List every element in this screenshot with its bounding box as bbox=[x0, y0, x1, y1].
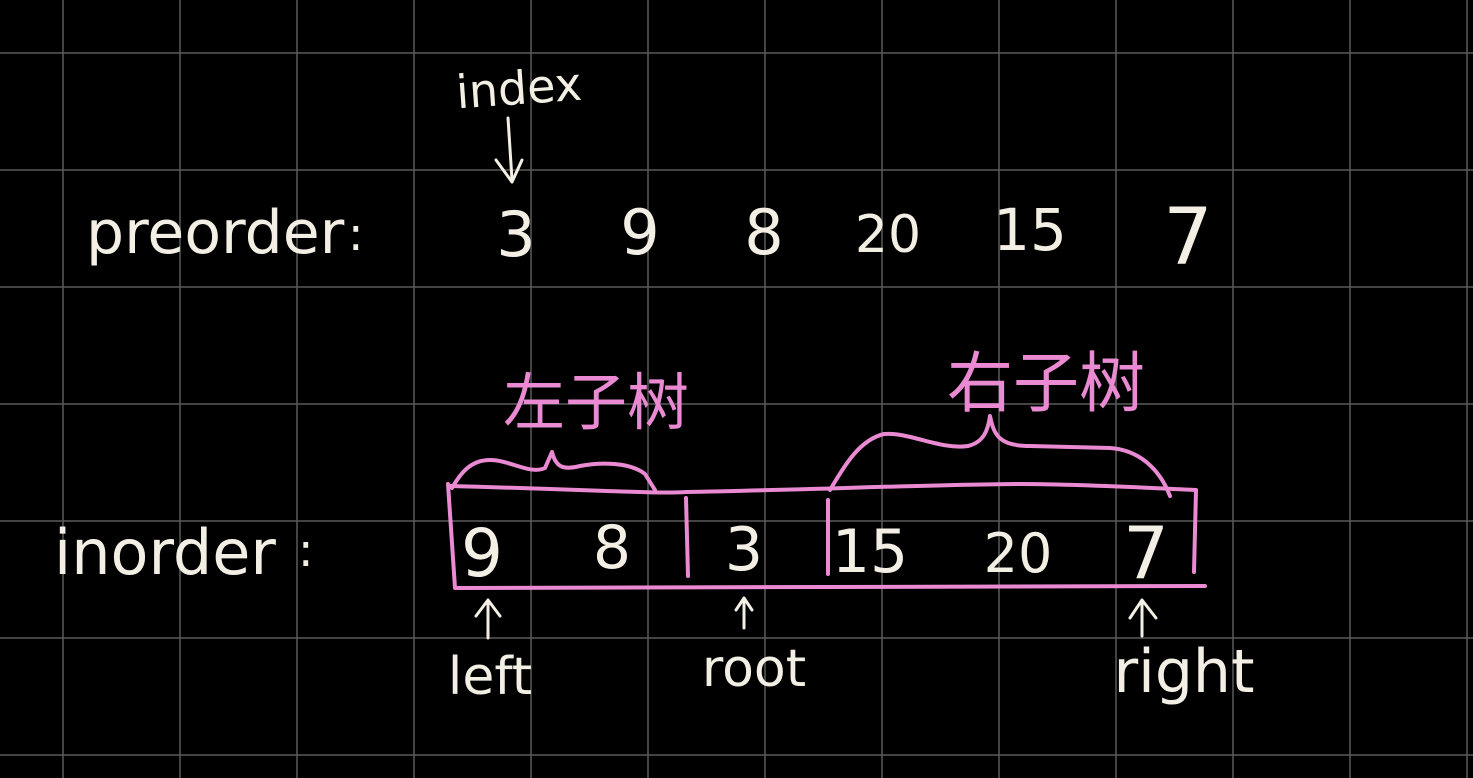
inorder-value: 9 bbox=[461, 515, 503, 592]
inorder-array-box bbox=[446, 482, 1207, 590]
right-up-arrow-icon bbox=[1128, 598, 1158, 638]
right-pointer-label: right bbox=[1114, 637, 1255, 707]
index-label: index bbox=[454, 57, 583, 120]
preorder-value: 8 bbox=[744, 196, 783, 269]
inorder-value: 20 bbox=[984, 522, 1053, 585]
preorder-value: 3 bbox=[496, 198, 535, 271]
left-subtree-label: 左子树 bbox=[503, 366, 689, 439]
left-up-arrow-icon bbox=[474, 598, 502, 640]
preorder-value: 15 bbox=[993, 196, 1067, 264]
preorder-value: 20 bbox=[855, 205, 921, 265]
index-down-arrow-icon bbox=[494, 116, 524, 184]
inorder-value: 3 bbox=[725, 515, 763, 585]
root-up-arrow-icon bbox=[734, 596, 754, 630]
left-subtree-brace bbox=[450, 450, 657, 492]
inorder-value: 7 bbox=[1123, 511, 1169, 595]
root-pointer-label: root bbox=[702, 639, 806, 699]
preorder-value: 9 bbox=[620, 196, 659, 269]
inorder-label: inorder bbox=[54, 516, 276, 589]
inorder-colon: : bbox=[298, 523, 314, 577]
inorder-value: 8 bbox=[593, 513, 631, 583]
inorder-value: 15 bbox=[832, 517, 908, 587]
preorder-colon: : bbox=[348, 207, 364, 261]
preorder-label: preorder bbox=[86, 198, 345, 268]
right-subtree-label: 右子树 bbox=[947, 345, 1145, 422]
left-pointer-label: left bbox=[448, 647, 532, 707]
right-subtree-brace bbox=[828, 414, 1172, 498]
preorder-value: 7 bbox=[1163, 193, 1213, 283]
